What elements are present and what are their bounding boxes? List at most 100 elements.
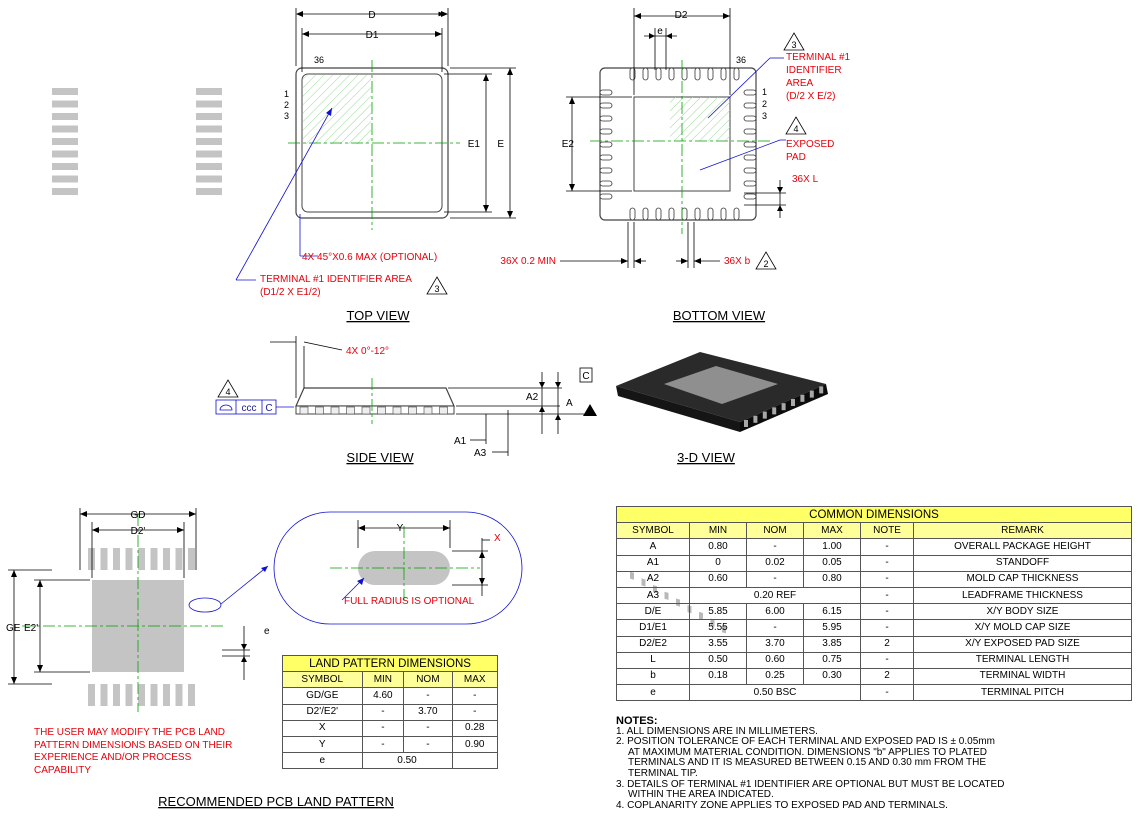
note-line: TERMINALS AND IT IS MEASURED BETWEEN 0.1… xyxy=(628,757,987,769)
table-cell: D2/E2 xyxy=(616,635,690,653)
terminal-pad xyxy=(599,115,613,122)
bottom-terminal-id-2: IDENTIFIER xyxy=(786,65,842,76)
land-pattern-view: GD D2' GE E2' e Y xyxy=(6,88,523,809)
table-cell: D2'/E2' xyxy=(282,703,363,721)
land-pad xyxy=(196,88,222,95)
terminal-pad xyxy=(743,154,757,161)
d2p-label: D2' xyxy=(131,526,146,537)
dim-d2-label: D2 xyxy=(675,10,688,21)
side-terminal xyxy=(361,406,371,415)
note-line: 4. COPLANARITY ZONE APPLIES TO EXPOSED P… xyxy=(616,799,948,811)
table-cell: 4.60 xyxy=(361,687,405,705)
terminal-pad xyxy=(599,154,613,161)
terminal-pad xyxy=(599,141,613,148)
land-pad xyxy=(88,548,95,570)
table-cell: - xyxy=(361,735,405,754)
table-cell: A2 xyxy=(616,570,690,588)
a2-label: A2 xyxy=(526,392,539,403)
c-datum: C xyxy=(582,371,589,382)
terminal-pad xyxy=(599,89,613,96)
table-cell: - xyxy=(860,570,914,588)
table-cell: - xyxy=(860,619,914,637)
table-cell: A1 xyxy=(616,554,690,572)
terminal-pad xyxy=(599,167,613,174)
land-pad xyxy=(196,138,222,145)
bottom-pin36: 36 xyxy=(736,55,746,65)
land-pad xyxy=(196,163,222,170)
top-view-title: TOP VIEW xyxy=(346,308,410,323)
land-pad xyxy=(113,548,120,570)
dim-e2-label: E2 xyxy=(562,139,575,150)
terminal-3d xyxy=(809,390,814,398)
land-pad xyxy=(188,548,195,570)
note-line: WITHIN THE AREA INDICATED. xyxy=(628,789,774,801)
table-cell: - xyxy=(361,703,405,721)
table-cell: 0.60 xyxy=(689,570,747,588)
common-table-title: COMMON DIMENSIONS xyxy=(616,505,1132,524)
terminal-pad xyxy=(720,207,727,221)
table-cell: TERMINAL WIDTH xyxy=(913,667,1132,686)
table-cell: 0.30 xyxy=(803,667,861,686)
terminal-pad xyxy=(655,67,662,81)
exposed-pad-2: PAD xyxy=(786,152,806,163)
top-note-ref: 3 xyxy=(434,284,439,294)
table-cell: 0.02 xyxy=(746,554,804,572)
table-cell: 0.80 xyxy=(803,570,861,588)
terminal-pad xyxy=(733,67,740,81)
table-cell: 2 xyxy=(860,667,914,686)
terminal-3d xyxy=(819,386,824,394)
table-cell: - xyxy=(746,570,804,588)
l-note: 36X L xyxy=(792,174,819,185)
bottom-terminal-id-1: TERMINAL #1 xyxy=(786,52,851,63)
table-cell: - xyxy=(451,703,498,721)
land-pad xyxy=(52,113,78,120)
terminal-3d xyxy=(744,420,748,427)
land-pad xyxy=(113,684,120,706)
table-cell: 0.60 xyxy=(746,651,804,669)
ccc-label: ccc xyxy=(242,403,257,414)
table-cell: 0.28 xyxy=(451,719,498,737)
common-col-min: MIN xyxy=(689,522,747,540)
user-modify-note: THE USER MAY MODIFY THE PCB LAND PATTERN… xyxy=(34,727,233,776)
table-cell: MOLD CAP THICKNESS xyxy=(913,570,1132,588)
terminal-pad xyxy=(743,141,757,148)
table-cell: A xyxy=(616,538,690,556)
land-pad xyxy=(100,684,108,706)
bottom-pin1: 1 xyxy=(762,87,767,97)
note-line: AT MAXIMUM MATERIAL CONDITION. DIMENSION… xyxy=(628,746,988,758)
y-label: Y xyxy=(397,523,404,534)
terminal-pad xyxy=(599,102,613,109)
table-cell: 0.50 BSC xyxy=(689,684,861,702)
dim-e-label: E xyxy=(497,139,504,150)
land-pad xyxy=(150,684,158,706)
terminal-pad xyxy=(743,89,757,96)
table-cell: 3.85 xyxy=(803,635,861,653)
land-pad xyxy=(175,548,183,570)
table-cell: X/Y BODY SIZE xyxy=(913,603,1132,621)
bottom-pin2: 2 xyxy=(762,99,767,109)
b-note: 36X b xyxy=(724,256,751,267)
land-col-symbol: SYMBOL xyxy=(282,671,363,689)
b-ref: 2 xyxy=(763,259,768,269)
land-pad xyxy=(52,175,78,183)
table-cell: 0.75 xyxy=(803,651,861,669)
side-terminal xyxy=(315,406,324,415)
table-cell: - xyxy=(451,687,498,705)
top-terminal-id-2: (D1/2 X E1/2) xyxy=(260,287,321,298)
side-terminal xyxy=(423,406,433,415)
table-cell: A3 xyxy=(616,586,690,605)
terminal-pad xyxy=(668,207,675,221)
land-pad xyxy=(196,125,222,133)
table-cell: TERMINAL PITCH xyxy=(913,684,1132,702)
ccc-c-label: C xyxy=(265,403,272,414)
terminal-pad xyxy=(694,67,701,81)
terminal-pad xyxy=(743,115,757,122)
min-note: 36X 0.2 MIN xyxy=(500,256,556,267)
table-cell: GD/GE xyxy=(282,687,363,705)
